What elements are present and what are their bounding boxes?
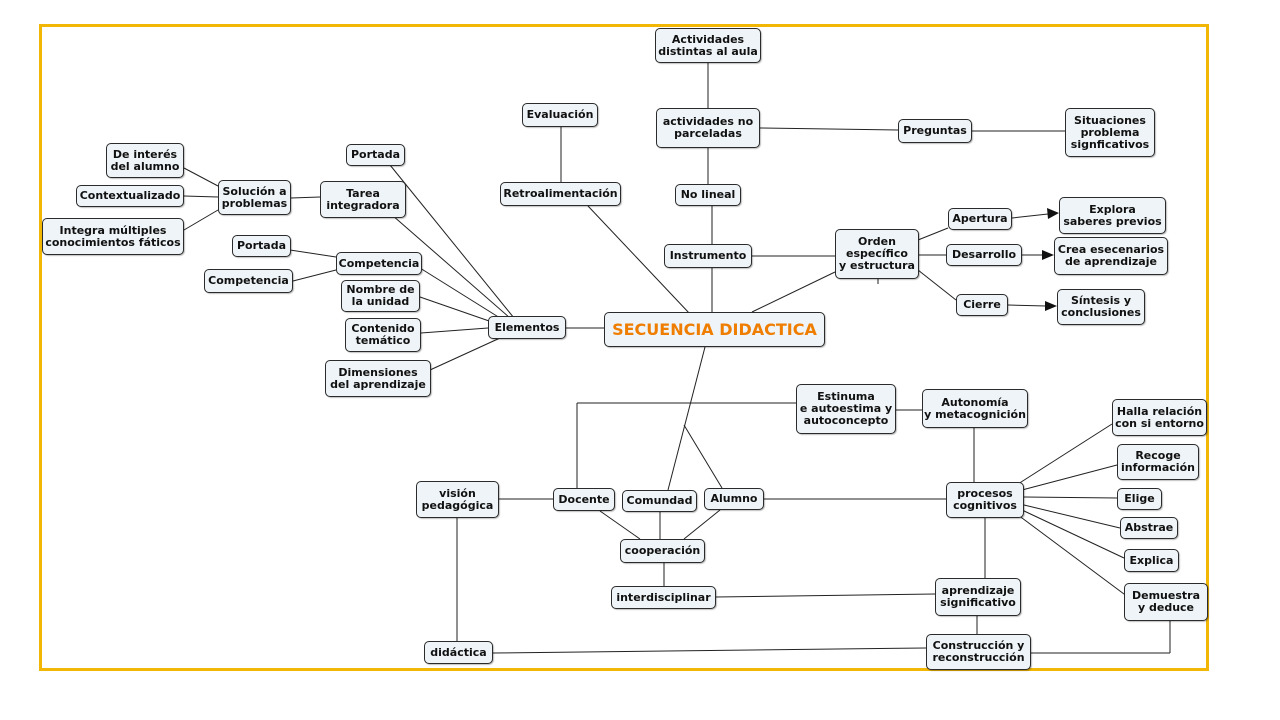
node-situaciones[interactable]: Situaciones problema signficativos <box>1065 108 1155 157</box>
node-competencia-left[interactable]: Competencia <box>204 269 293 293</box>
node-construccion[interactable]: Construcción y reconstrucción <box>926 634 1031 670</box>
node-portada-top[interactable]: Portada <box>346 144 405 166</box>
node-halla[interactable]: Halla relación con si entorno <box>1112 399 1207 436</box>
node-autonomia[interactable]: Autonomía y metacognición <box>922 389 1028 428</box>
node-apertura[interactable]: Apertura <box>948 208 1012 230</box>
node-explora[interactable]: Explora saberes previos <box>1059 197 1166 234</box>
node-abstrae[interactable]: Abstrae <box>1120 517 1178 539</box>
edge <box>389 164 515 319</box>
node-cooperacion[interactable]: cooperación <box>620 539 705 563</box>
node-desarrollo[interactable]: Desarrollo <box>946 244 1022 266</box>
edge <box>587 205 691 315</box>
edge <box>289 249 337 258</box>
edge <box>391 214 511 319</box>
node-portada-left[interactable]: Portada <box>232 235 291 257</box>
node-elementos[interactable]: Elementos <box>488 316 566 339</box>
node-comunidad[interactable]: Comundad <box>622 490 697 512</box>
edge <box>759 127 899 131</box>
node-aprendizaje[interactable]: aprendizaje significativo <box>935 578 1021 616</box>
edge <box>1021 509 1125 559</box>
edge <box>1021 464 1118 491</box>
edge <box>751 271 836 313</box>
node-nombre-unidad[interactable]: Nombre de la unidad <box>341 280 420 312</box>
node-actividades-no-parceladas[interactable]: actividades no parceladas <box>656 108 760 148</box>
node-orden[interactable]: Orden específico y estructura <box>835 229 919 279</box>
edge <box>1017 514 1129 598</box>
node-recoge[interactable]: Recoge información <box>1117 444 1199 480</box>
node-de-interes[interactable]: De interés del alumno <box>106 143 184 178</box>
edge <box>1007 304 1047 307</box>
edge <box>1023 496 1118 499</box>
node-integra[interactable]: Integra múltiples conocimientos fáticos <box>42 218 184 255</box>
node-evaluacion[interactable]: Evaluación <box>522 103 598 127</box>
edge <box>917 227 949 241</box>
node-contenido[interactable]: Contenido temático <box>345 318 421 352</box>
node-elige[interactable]: Elige <box>1117 488 1162 510</box>
edge <box>683 509 721 540</box>
node-estinuma[interactable]: Estinuma e autoestima y autoconcepto <box>796 384 896 434</box>
node-actividades-distintas[interactable]: Actividades distintas al aula <box>655 28 761 63</box>
node-solucion[interactable]: Solución a problemas <box>218 180 291 215</box>
node-contextualizado[interactable]: Contextualizado <box>76 185 184 207</box>
edge <box>429 337 501 371</box>
edge <box>1017 423 1113 485</box>
diagram-frame <box>39 24 1209 671</box>
edge <box>1023 504 1121 529</box>
node-cierre[interactable]: Cierre <box>956 294 1008 316</box>
edge <box>419 296 493 323</box>
edge <box>715 593 936 598</box>
node-retroalimentacion[interactable]: Retroalimentación <box>500 182 621 206</box>
node-docente[interactable]: Docente <box>553 488 615 511</box>
node-alumno[interactable]: Alumno <box>704 488 764 510</box>
node-no-lineal[interactable]: No lineal <box>675 184 741 206</box>
node-didactica[interactable]: didáctica <box>424 641 493 664</box>
edge <box>183 167 219 187</box>
edge <box>683 424 723 489</box>
node-tarea[interactable]: Tarea integradora <box>320 181 406 218</box>
node-crea[interactable]: Crea esecenarios de aprendizaje <box>1054 237 1168 275</box>
node-instrumento[interactable]: Instrumento <box>664 244 752 268</box>
edge <box>599 510 641 540</box>
edge <box>290 196 321 199</box>
node-secuencia-didactica[interactable]: SECUENCIA DIDACTICA <box>604 312 825 347</box>
node-dimensiones[interactable]: Dimensiones del aprendizaje <box>325 360 431 397</box>
edge <box>492 647 927 654</box>
edge <box>419 267 501 319</box>
edge <box>420 327 489 334</box>
node-procesos[interactable]: procesos cognitivos <box>946 482 1024 518</box>
node-explica[interactable]: Explica <box>1124 549 1179 572</box>
node-preguntas[interactable]: Preguntas <box>898 119 972 143</box>
node-interdisciplinar[interactable]: interdisciplinar <box>611 586 716 609</box>
edge <box>1011 213 1049 219</box>
node-sintesis[interactable]: Síntesis y conclusiones <box>1057 289 1145 325</box>
edge <box>917 269 957 301</box>
node-vision[interactable]: visión pedagógica <box>416 481 499 518</box>
edge <box>183 195 219 198</box>
edge <box>292 269 337 282</box>
node-competencia[interactable]: Competencia <box>336 252 422 275</box>
edge <box>183 209 219 231</box>
node-demuestra[interactable]: Demuestra y deduce <box>1124 583 1208 621</box>
edge <box>667 346 706 491</box>
